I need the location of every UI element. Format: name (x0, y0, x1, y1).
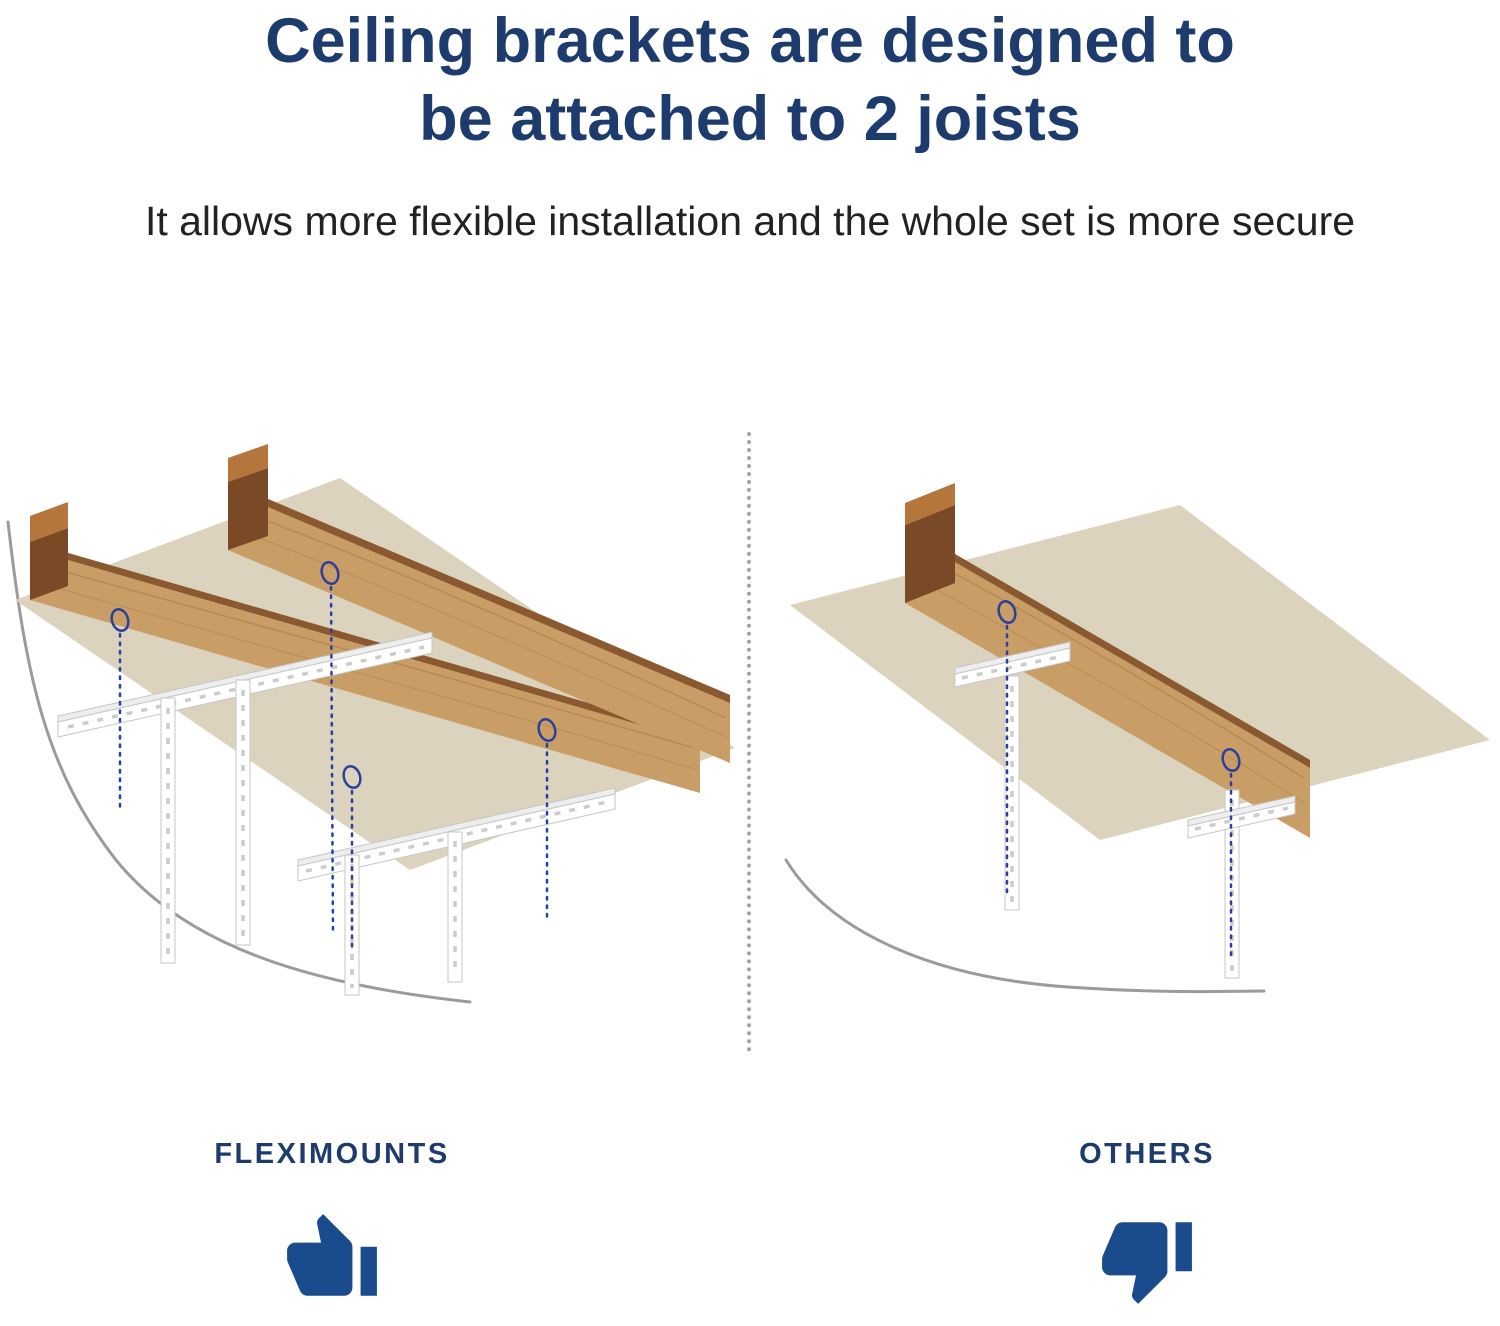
screw-hole-marker (320, 561, 340, 585)
joist (905, 483, 1310, 838)
ceiling-bracket (297, 787, 616, 996)
others-label: OTHERS (1079, 1138, 1215, 1170)
screw-hole-marker (537, 718, 557, 742)
vertical-post (160, 697, 176, 964)
left-illustration (6, 444, 735, 1004)
wall-cut-edge (6, 520, 472, 1004)
comparison-divider (747, 432, 751, 1052)
screw-hole-marker (1221, 748, 1241, 772)
vertical-post (1004, 675, 1020, 911)
ceiling-bracket (954, 641, 1071, 911)
right-illustration (784, 483, 1490, 994)
subtitle: It allows more flexible installation and… (144, 198, 1356, 244)
title-line-2: be attached to 2 joists (419, 84, 1081, 155)
vertical-post (447, 831, 463, 983)
screw-hole-marker (342, 765, 362, 789)
fleximounts-label: FLEXIMOUNTS (214, 1138, 450, 1170)
thumbs-down-icon (1102, 1222, 1192, 1304)
screw-alignment-markers (997, 600, 1241, 960)
screw-alignment-markers (110, 561, 557, 954)
vertical-post (235, 679, 251, 946)
left-verdict (0, 1210, 664, 1308)
wall-cut-edge (784, 858, 1266, 994)
screw-hole-marker (110, 608, 130, 632)
page-title: Ceiling brackets are designed to be atta… (0, 2, 1500, 158)
ceiling-bracket (57, 631, 433, 964)
right-verdict (750, 1210, 1500, 1308)
title-line-1: Ceiling brackets are designed to (265, 6, 1235, 76)
joist (228, 444, 730, 763)
thumbs-up-icon (287, 1214, 377, 1296)
screw-hole-marker (997, 600, 1017, 624)
